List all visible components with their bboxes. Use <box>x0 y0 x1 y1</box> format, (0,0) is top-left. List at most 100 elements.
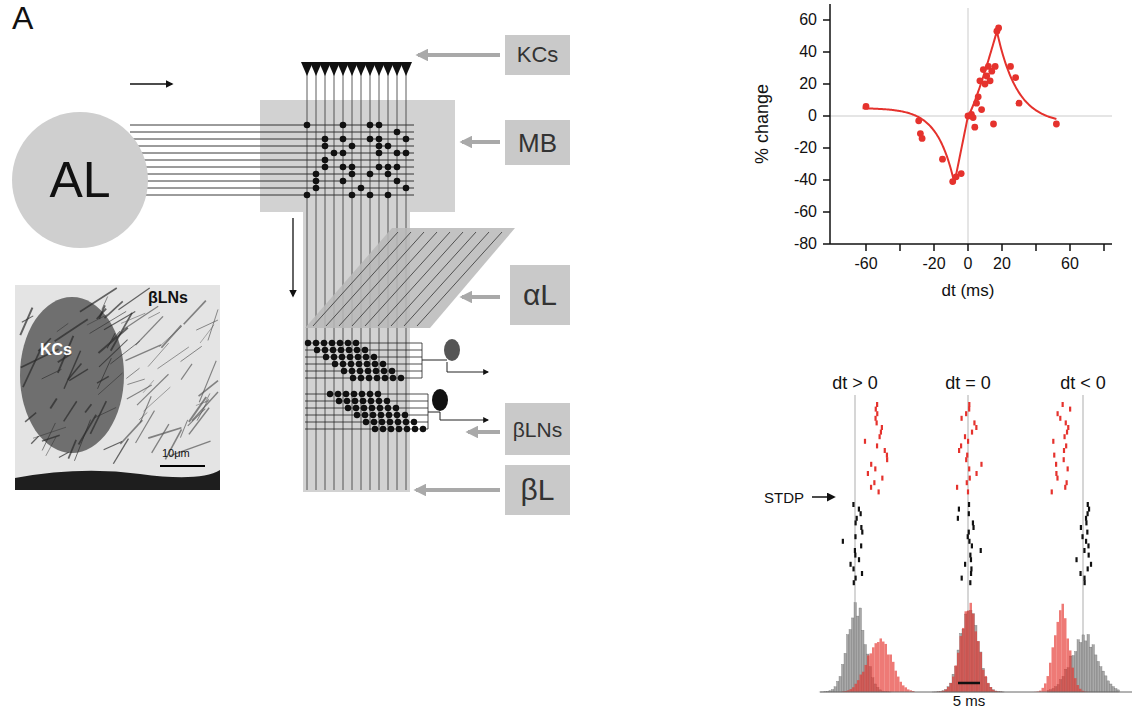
fibre-stroke <box>42 369 62 379</box>
stdp-arrow <box>812 496 834 498</box>
kc-ln-synapse <box>354 412 360 418</box>
histogram-bar-red <box>897 677 900 692</box>
histogram-bar-red <box>872 647 875 692</box>
spike-black <box>854 576 856 581</box>
histogram-bar-gray <box>1087 635 1090 692</box>
kc-ln-synapse <box>358 375 364 381</box>
fit-curve <box>863 31 1057 183</box>
time-scale-bar <box>958 682 980 685</box>
annotation: dt > 0 <box>832 374 878 392</box>
kc-ln-synapse <box>394 412 400 418</box>
histogram-bar-gray <box>1077 640 1080 692</box>
fibre-stroke <box>208 309 218 340</box>
histogram-bar-red <box>967 611 970 692</box>
kc-axon <box>316 70 317 490</box>
node-label: MB <box>518 130 557 156</box>
histogram-bar-red <box>980 652 983 692</box>
y-tick <box>823 211 830 213</box>
label-box: βLNs <box>505 403 570 455</box>
spike-black <box>1075 557 1077 562</box>
data-point <box>1053 121 1060 128</box>
synapse-dot <box>376 143 383 150</box>
data-point <box>971 124 978 131</box>
spike-black <box>961 576 963 581</box>
data-point <box>863 103 870 110</box>
ln-output <box>447 362 488 372</box>
spike-red <box>1063 434 1065 439</box>
kc-ln-synapse <box>345 405 351 411</box>
spike-red <box>879 434 881 439</box>
kc-ln-synapse <box>375 391 381 397</box>
leader-arrow <box>462 140 500 144</box>
data-point <box>958 170 965 177</box>
synapse-dot <box>394 150 401 157</box>
histogram-bar-gray <box>837 681 840 692</box>
kc-ln-synapse <box>357 368 363 374</box>
kc-ln-synapse <box>331 354 337 360</box>
synapse-dot <box>385 164 392 171</box>
spike-black <box>1087 543 1089 548</box>
spike-black <box>1088 507 1090 512</box>
synapse-dot <box>349 143 356 150</box>
micrograph-label: 10μm <box>162 448 190 459</box>
synapse-dot <box>313 185 320 192</box>
x-tick <box>899 244 901 251</box>
spike-red <box>1053 453 1055 458</box>
fibre-stroke <box>135 316 163 345</box>
synapse-dot <box>367 171 374 178</box>
kc-ln-synapse <box>360 398 366 404</box>
histogram-bar-gray <box>1092 645 1095 692</box>
histogram-bar-red <box>890 655 893 692</box>
spike-black <box>855 520 857 525</box>
alpha-lobe-fibre <box>365 232 450 326</box>
spike-black <box>1079 571 1081 576</box>
histogram-bar-red <box>860 675 863 692</box>
synapse-dot <box>385 171 392 178</box>
spike-red <box>965 457 967 462</box>
kc-ln-synapse <box>344 398 350 404</box>
synapse-dot <box>349 192 356 199</box>
pn-axon <box>130 153 414 154</box>
synapse-dot <box>403 150 410 157</box>
histogram-bar-gray <box>1100 667 1103 692</box>
histogram-bar-gray <box>834 687 837 692</box>
histogram-bar-gray <box>1102 671 1105 692</box>
spike-black <box>842 539 844 544</box>
flow-arrow <box>292 218 293 296</box>
spike-red <box>1055 462 1057 467</box>
spike-black <box>1083 576 1085 581</box>
spike-red <box>1052 439 1054 444</box>
kc-cluster <box>20 297 124 453</box>
tick-label: -40 <box>794 172 817 188</box>
synapse-dot <box>349 171 356 178</box>
ln-dendrite <box>428 412 440 413</box>
stdp-plot <box>823 4 1112 251</box>
label-box: αL <box>510 265 570 325</box>
label-box: βL <box>505 465 570 515</box>
histogram-bar-red <box>905 687 908 692</box>
kc-ln-synapse <box>367 391 373 397</box>
synapse-dot <box>394 178 401 185</box>
kc-ln-synapse <box>371 354 377 360</box>
histogram-bar-gray <box>1115 689 1118 692</box>
synapse-dot <box>385 192 392 199</box>
histogram-bar-red <box>970 603 973 692</box>
spike-black <box>861 530 863 535</box>
kc-ln-synapse <box>340 361 346 367</box>
fibre-stroke <box>104 301 122 318</box>
synapse-dot <box>385 143 392 150</box>
synapse-dot <box>376 122 383 129</box>
spike-black <box>854 553 856 558</box>
spike-black <box>968 502 970 507</box>
spike-red <box>975 471 977 476</box>
kc-ln-synapse <box>404 426 410 432</box>
antennal-lobe-circle: AL <box>12 112 148 248</box>
histogram-bar-gray <box>844 653 847 692</box>
synapse-dot <box>367 192 374 199</box>
spike-red <box>1065 420 1067 425</box>
histogram-bar-gray <box>1085 641 1088 692</box>
spike-black <box>957 516 959 521</box>
spike-red <box>966 453 968 458</box>
